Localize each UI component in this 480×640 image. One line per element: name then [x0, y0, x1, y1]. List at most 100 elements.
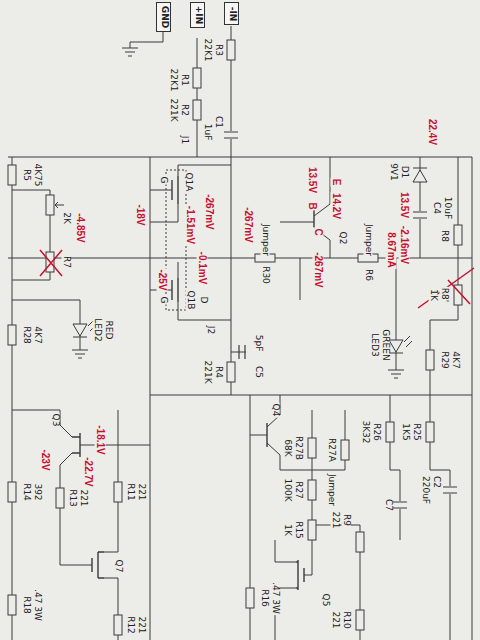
part-label: 2K: [62, 211, 71, 225]
part-label: 1K: [283, 523, 292, 537]
resistor-symbol: [246, 588, 254, 608]
part-label: C2: [432, 475, 441, 489]
wire: [8, 157, 472, 158]
resistor-symbol: [356, 610, 364, 630]
part-label: R8: [440, 229, 449, 243]
ground-symbol: [388, 370, 404, 378]
part-label: J1: [180, 135, 189, 145]
resistor-symbol: [193, 100, 201, 120]
part-label: .47 3W: [271, 581, 280, 615]
capacitor-symbol: [392, 501, 408, 509]
resistor-symbol: [426, 422, 434, 442]
resistor-symbol: [114, 615, 122, 635]
wire: [390, 395, 400, 540]
part-label: R27B: [294, 435, 303, 461]
resistor-symbol: [426, 350, 434, 370]
transistor-symbol: [172, 278, 178, 302]
part-label: RED: [104, 320, 113, 341]
part-label: 4K75: [33, 162, 42, 187]
part-label: 221: [137, 482, 146, 501]
part-label: R4: [214, 365, 223, 379]
wire: [150, 262, 231, 320]
part-label: D: [199, 296, 208, 305]
measured-value: -2.16mV: [399, 225, 410, 265]
part-label: R30: [261, 265, 270, 285]
part-label: G: [159, 296, 168, 305]
resistor-symbol: [8, 595, 16, 615]
wire: [150, 395, 472, 396]
capacitor-symbol: [413, 212, 427, 218]
capacitor-symbol: [223, 131, 458, 509]
capacitor-symbol: [393, 502, 407, 508]
part-label: 22K1: [169, 67, 178, 92]
resistor-symbol: [8, 325, 16, 345]
measured-value: -4.85V: [75, 212, 86, 243]
measured-value: -0.1mV: [197, 251, 208, 286]
part-label: R2: [180, 103, 189, 117]
wire: [150, 157, 151, 640]
part-label: Q4: [271, 403, 280, 418]
strike-out: [418, 268, 474, 308]
part-label: R27: [294, 480, 303, 500]
measured-value: -1.51mV: [185, 205, 196, 245]
led-symbol: [73, 320, 412, 353]
part-label: 9V1: [389, 162, 398, 182]
part-label: GREEN: [381, 328, 390, 361]
part-label: Jumper: [327, 473, 336, 507]
part-label: R10: [342, 610, 351, 630]
led-symbol: [389, 340, 403, 352]
part-label: Jumper: [261, 223, 270, 257]
wire: [430, 157, 458, 460]
measured-value: 14.2V: [331, 192, 342, 220]
part-label: R1: [180, 73, 189, 87]
measured-value: 13.5V: [399, 191, 410, 219]
pot-wiper: [55, 202, 64, 208]
part-label: C5: [254, 365, 263, 379]
part-label: C4: [432, 201, 441, 215]
part-label: 3K32: [361, 419, 370, 444]
part-label: 392: [33, 482, 42, 501]
part-label: 221: [331, 610, 340, 629]
part-label: J2: [206, 325, 215, 335]
part-label: 5pF: [254, 334, 263, 353]
part-label: R3: [214, 43, 223, 57]
part-label: 100K: [283, 477, 292, 502]
part-label: C1: [214, 115, 223, 129]
capacitor-symbol: [443, 487, 457, 493]
part-label: R5: [22, 168, 31, 182]
wire: [472, 157, 473, 640]
wire: [12, 157, 13, 640]
resistor-symbol: [193, 68, 201, 88]
diode-symbol: [413, 168, 427, 182]
resistor-symbol: [56, 488, 64, 508]
wire: [12, 190, 50, 280]
wire: [312, 525, 360, 640]
led-symbol: [73, 324, 87, 336]
part-label: R29: [440, 350, 449, 370]
part-label: 1uF: [203, 123, 212, 142]
part-label: 22K1: [203, 37, 212, 62]
part-label: 221: [331, 510, 340, 529]
transistor-symbol: [296, 560, 304, 590]
part-label: 10uF: [443, 196, 452, 220]
measured-value: -267mV: [313, 251, 324, 289]
ground-symbol: [72, 48, 404, 378]
part-label: 68K: [283, 438, 292, 457]
measured-value: 22.4V: [427, 118, 438, 146]
resistor-symbol: [8, 40, 462, 635]
part-label: Q1B: [186, 290, 195, 311]
part-label: C7: [384, 498, 393, 512]
part-label: R27A: [327, 437, 336, 463]
measured-value: -18V: [135, 203, 146, 226]
measured-value: -18.1V: [95, 424, 106, 455]
part-label: R6: [364, 268, 373, 282]
measured-value: 13.5V: [307, 166, 318, 194]
measured-value: -267mV: [243, 206, 254, 244]
measured-value: C: [313, 227, 324, 236]
part-label: Jumper: [364, 223, 373, 257]
transistor-symbol: [72, 433, 80, 457]
part-label: R28: [22, 325, 31, 345]
ground-symbol: [122, 48, 138, 56]
part-label: 220uF: [421, 475, 430, 505]
